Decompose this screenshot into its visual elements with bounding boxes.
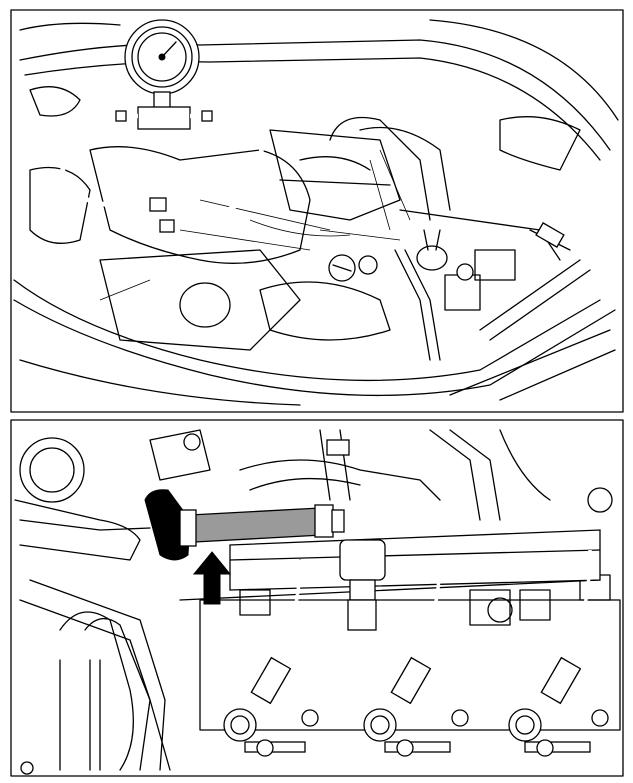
arrow-indicator xyxy=(192,551,232,605)
top-panel-engine-bay-with-pressure-gauge xyxy=(10,9,624,413)
bottom-panel-fuel-rail-detail xyxy=(10,419,624,777)
fuel-pressure-sensor xyxy=(339,539,386,631)
test-hoses xyxy=(59,110,265,233)
bottom-panel-frame xyxy=(10,419,624,777)
fuel-pressure-gauge xyxy=(124,19,200,130)
tee-fitting xyxy=(137,106,191,130)
hood-outline xyxy=(13,19,619,406)
top-panel-frame xyxy=(10,9,624,413)
engine-components xyxy=(29,86,591,361)
fuel-injectors xyxy=(223,549,592,757)
fuel-rail xyxy=(229,529,601,591)
fuel-supply-hose-highlighted xyxy=(19,489,345,561)
